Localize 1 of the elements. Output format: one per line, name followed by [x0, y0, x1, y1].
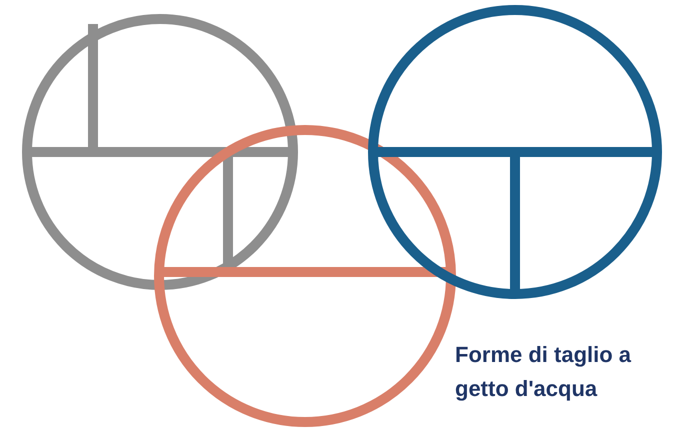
diagram-caption: Forme di taglio a getto d'acqua	[455, 341, 632, 403]
